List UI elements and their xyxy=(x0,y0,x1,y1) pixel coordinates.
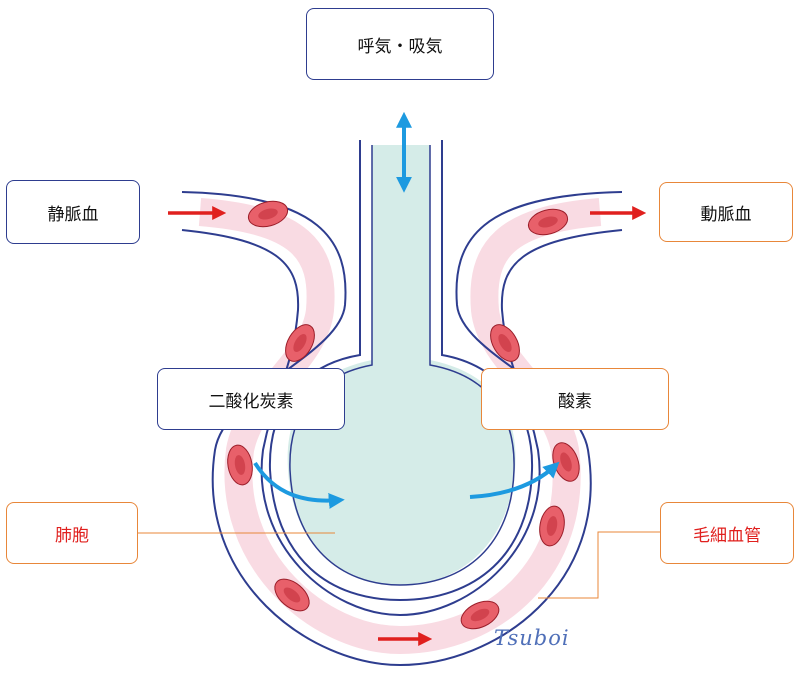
red-blood-cell xyxy=(490,324,520,362)
o2-arrow xyxy=(469,461,560,499)
alveolus-fill xyxy=(287,145,516,585)
venous-blood-label: 静脈血 xyxy=(6,180,140,244)
red-blood-cell xyxy=(285,324,315,362)
capillary-label: 毛細血管 xyxy=(660,502,794,564)
vessel-inner-wall xyxy=(181,229,623,617)
alveolus-label: 肺胞 xyxy=(6,502,138,564)
carbon-dioxide-label: 二酸化炭素 xyxy=(157,368,345,430)
red-blood-cell xyxy=(539,505,565,547)
red-blood-cell xyxy=(227,444,253,486)
red-blood-cell xyxy=(274,578,310,612)
oxygen-label: 酸素 xyxy=(481,368,669,430)
red-blood-cell xyxy=(247,200,289,228)
red-blood-cell xyxy=(527,208,569,236)
arterial-blood-label: 動脈血 xyxy=(659,182,793,242)
breathing-label: 呼気・吸気 xyxy=(306,8,494,80)
red-blood-cells xyxy=(227,200,580,630)
co2-arrow xyxy=(253,461,345,509)
artist-signature: Tsuboi xyxy=(494,626,570,650)
capillary-leader-line xyxy=(538,531,660,599)
vessel-outer-wall xyxy=(181,191,623,667)
red-blood-cell xyxy=(460,600,500,630)
